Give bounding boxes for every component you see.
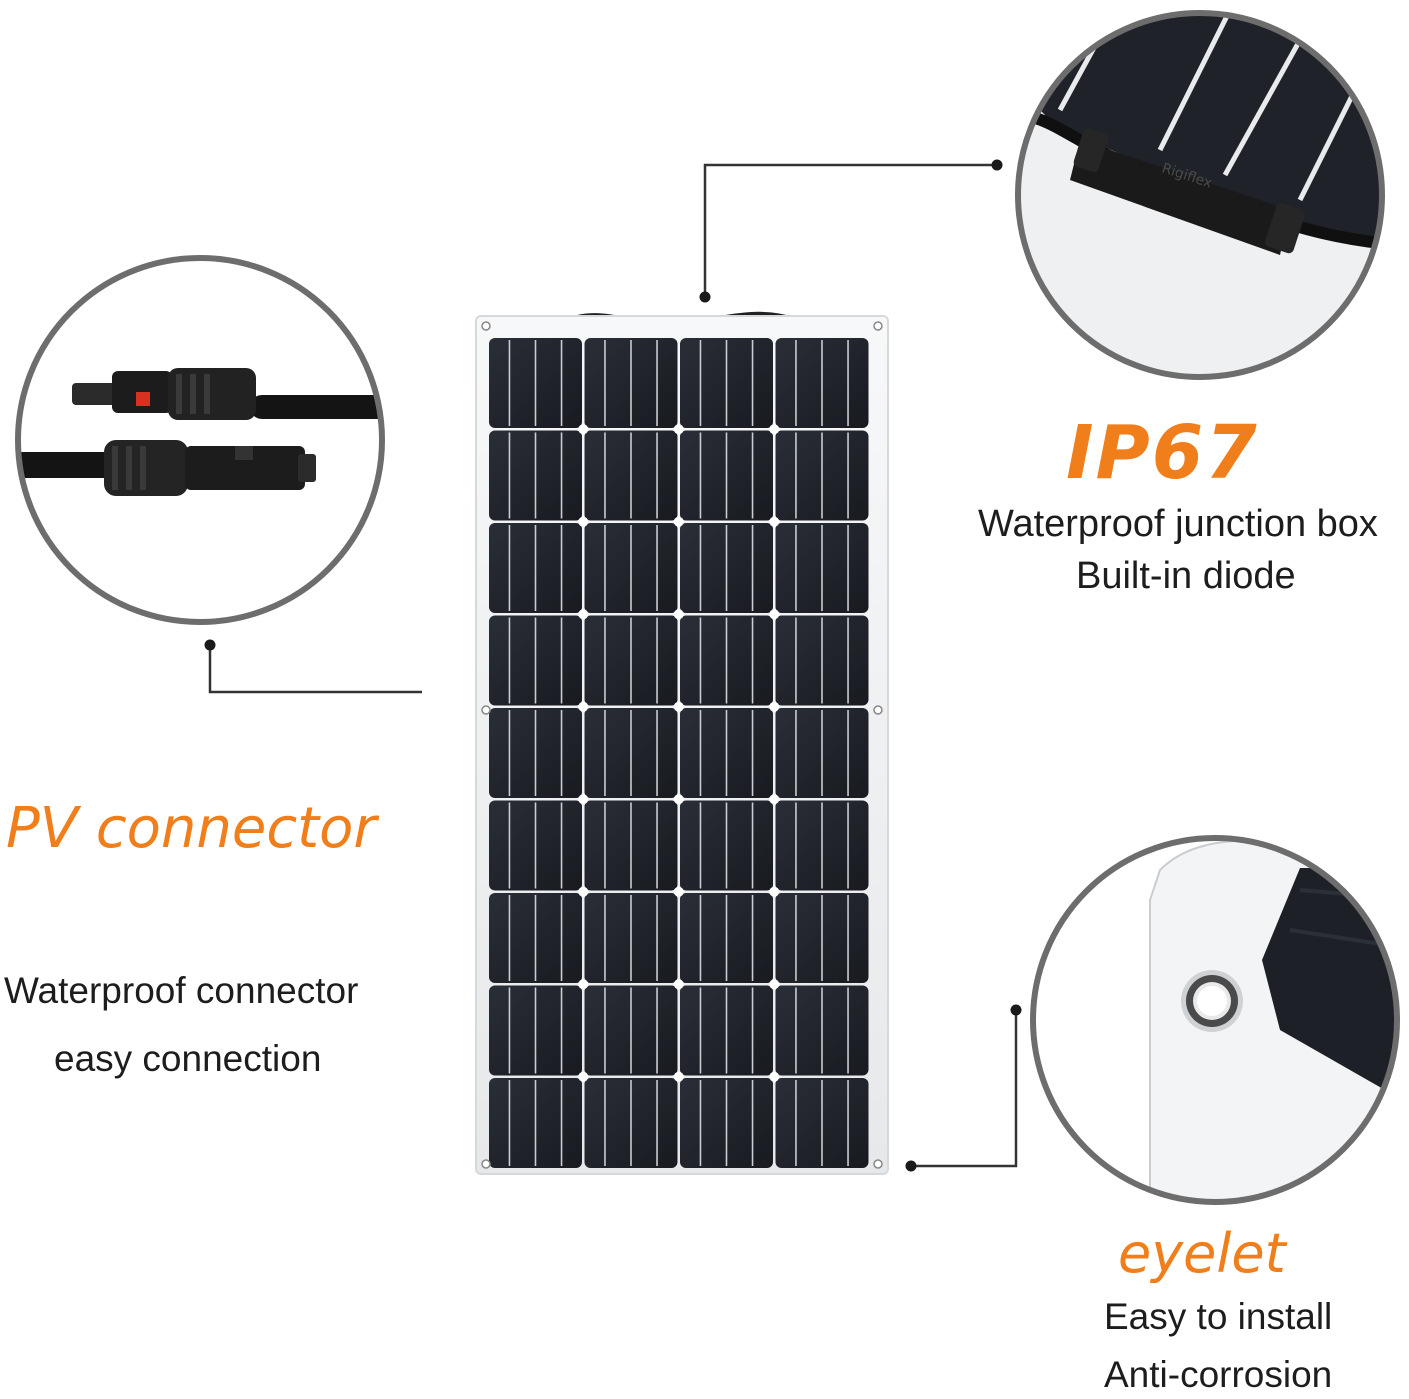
cell-corner-dot bbox=[673, 1071, 684, 1082]
cell-corner-dot bbox=[769, 424, 780, 435]
cell-corner-dot bbox=[673, 424, 684, 435]
eyelet-hole bbox=[873, 321, 883, 331]
leader-line-eyelet bbox=[911, 1010, 1018, 1168]
eyelet-hole bbox=[873, 1159, 883, 1169]
solar-panel bbox=[475, 311, 889, 1175]
leader-dots bbox=[204, 159, 1022, 1172]
cell-corner-dot bbox=[673, 886, 684, 897]
cell-corner-dot bbox=[673, 979, 684, 990]
cell-corner-dot bbox=[673, 701, 684, 712]
cell-corner-dot bbox=[578, 794, 589, 805]
eyelet-hole bbox=[481, 1159, 491, 1169]
cell-corner-dot bbox=[769, 701, 780, 712]
cell-corner-dot bbox=[769, 886, 780, 897]
cell-corner-dot bbox=[769, 794, 780, 805]
leader-line-junction-box bbox=[703, 163, 997, 297]
cell-corner-dot bbox=[673, 609, 684, 620]
cell-corner-dot bbox=[578, 979, 589, 990]
eyelet-hole bbox=[873, 705, 883, 715]
eyelet-line2: Anti-corrosion bbox=[1104, 1354, 1333, 1395]
mc4-connector-icon bbox=[15, 255, 385, 625]
ip67-line1: Waterproof junction box bbox=[978, 503, 1378, 545]
pv-connector-title: PV connector bbox=[6, 796, 377, 861]
junction-box-icon: Rigiflex bbox=[1015, 10, 1385, 380]
cell-corner-dot bbox=[769, 979, 780, 990]
cell-corner-dot bbox=[578, 886, 589, 897]
cell-corner-dot bbox=[769, 1071, 780, 1082]
eyelet-title: eyelet bbox=[1118, 1222, 1286, 1285]
eyelet-hole bbox=[481, 321, 491, 331]
cell-corner-dot bbox=[673, 516, 684, 527]
cell-corner-dot bbox=[673, 794, 684, 805]
cell-corner-dot bbox=[578, 516, 589, 527]
cell-corner-dot bbox=[769, 516, 780, 527]
leader-lines bbox=[208, 163, 1018, 1168]
eyelet-icon bbox=[1030, 835, 1400, 1205]
eyelet-line1: Easy to install bbox=[1104, 1296, 1333, 1337]
ip67-title: IP67 bbox=[1066, 410, 1259, 496]
panel-cells bbox=[489, 338, 869, 1168]
pv-connector-line1: Waterproof connector bbox=[4, 970, 359, 1011]
eyelet-hole bbox=[481, 705, 491, 715]
cell-corner-dot bbox=[578, 609, 589, 620]
cell-corner-dot bbox=[769, 609, 780, 620]
cell-corner-dot bbox=[578, 701, 589, 712]
leader-line-pv-connector bbox=[208, 645, 422, 694]
cell-corner-dot bbox=[578, 424, 589, 435]
pv-connector-line2: easy connection bbox=[54, 1038, 322, 1079]
cell-corner-dot bbox=[578, 1071, 589, 1082]
ip67-line2: Built-in diode bbox=[1076, 555, 1296, 597]
